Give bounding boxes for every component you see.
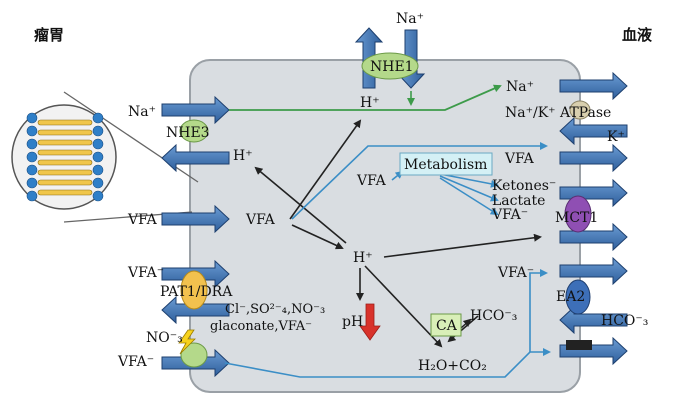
blood-label: 血液 — [622, 26, 653, 44]
vfa-center-label: VFA — [245, 212, 276, 228]
ketones-label: Ketones⁻ — [492, 178, 556, 194]
ketones-out-arrow — [559, 178, 628, 208]
rumen-label: 瘤胃 — [34, 26, 64, 44]
bottom-flux-line — [224, 348, 551, 378]
k-right-label: K⁺ — [607, 129, 625, 145]
ea2-oval — [565, 279, 591, 315]
nak-atpase-oval — [569, 100, 591, 120]
na-influx-arrow — [161, 95, 230, 125]
mct1-out-arrow — [559, 222, 628, 252]
anions-line1-label: Cl⁻,SO²⁻₄,NO⁻₃ — [225, 302, 325, 317]
na-left-label: Na⁺ — [128, 104, 156, 120]
vfa-minus-out-right-arrow — [559, 256, 628, 286]
metab-to-vfa-minus-line — [439, 177, 499, 216]
ea2-label: EA2 — [556, 289, 585, 305]
h-to-mct1-line — [383, 233, 542, 258]
k-in-right-arrow — [559, 116, 628, 146]
lightning-icon — [178, 329, 196, 355]
hco3-mid-label: HCO⁻₃ — [470, 308, 517, 324]
hco3-to-h2o-line — [447, 315, 479, 343]
h-to-left-line — [254, 166, 347, 244]
channel-out-right-arrow — [559, 336, 628, 366]
na-top-label: Na⁺ — [396, 11, 424, 27]
membrane-bilayer-magnified — [11, 104, 117, 210]
vfa-minus-left-label: VFA⁻ — [127, 265, 164, 281]
h-to-h2o-line — [364, 265, 443, 348]
h-efflux-arrow — [161, 143, 230, 173]
vfa-mid-label: VFA — [356, 173, 387, 189]
vfa-left-label: VFA — [127, 212, 158, 228]
na-out-right-arrow — [559, 71, 628, 101]
nak-atpase-label: Na⁺/K⁺ ATPase — [505, 105, 611, 121]
h-to-top-line — [289, 119, 362, 220]
nhe1-label: NHE1 — [370, 59, 414, 75]
nhe1-oval — [361, 52, 419, 80]
metabolism-label: Metabolism — [404, 157, 487, 173]
metabolism-box — [399, 152, 493, 176]
ca-label: CA — [436, 318, 458, 334]
mct1-oval — [564, 195, 592, 233]
vfa-influx-arrow — [161, 204, 230, 234]
vfa-right-label: VFA — [504, 151, 535, 167]
metab-to-ketones-line — [439, 173, 499, 188]
metab-to-lactate-line — [439, 175, 499, 202]
ca-box — [430, 313, 462, 337]
nhe3-label: NHE3 — [166, 125, 210, 141]
vfa-to-right-line — [291, 142, 548, 220]
bottom-to-ea2-line — [529, 269, 548, 352]
nitrate-transporter-oval — [180, 342, 208, 368]
lactate-label: Lactate — [492, 193, 545, 209]
vfa-out-right-arrow — [559, 143, 628, 173]
ph-decrease-arrow — [359, 303, 381, 341]
nhe3-oval — [179, 119, 209, 143]
vfa-minus-right-label: VFA⁻ — [497, 265, 534, 281]
vfa-minus-bottom-label: VFA⁻ — [117, 354, 154, 370]
channel-block — [566, 340, 592, 350]
h2o-co2-label: H₂O+CO₂ — [418, 358, 487, 374]
vfa-to-h-line — [291, 224, 344, 250]
pat1-label: PAT1/DRA — [160, 284, 233, 300]
h-top-label: H⁺ — [360, 95, 380, 111]
h-center-label: H⁺ — [353, 250, 373, 266]
pat1-oval — [180, 270, 208, 310]
h-left-label: H⁺ — [233, 148, 253, 164]
na-right-label: Na⁺ — [506, 79, 534, 95]
mct1-label: MCT1 — [555, 210, 598, 226]
anions-line2-label: glaconate,VFA⁻ — [210, 319, 312, 334]
anion-efflux-arrow — [161, 295, 230, 325]
no3-label: NO⁻₃ — [146, 330, 183, 346]
vfa-minus-mid-label: VFA⁻ — [491, 207, 528, 223]
ph-label: pH — [342, 314, 363, 330]
hco3-right-label: HCO⁻₃ — [601, 313, 648, 329]
na-flux-line — [229, 84, 502, 111]
